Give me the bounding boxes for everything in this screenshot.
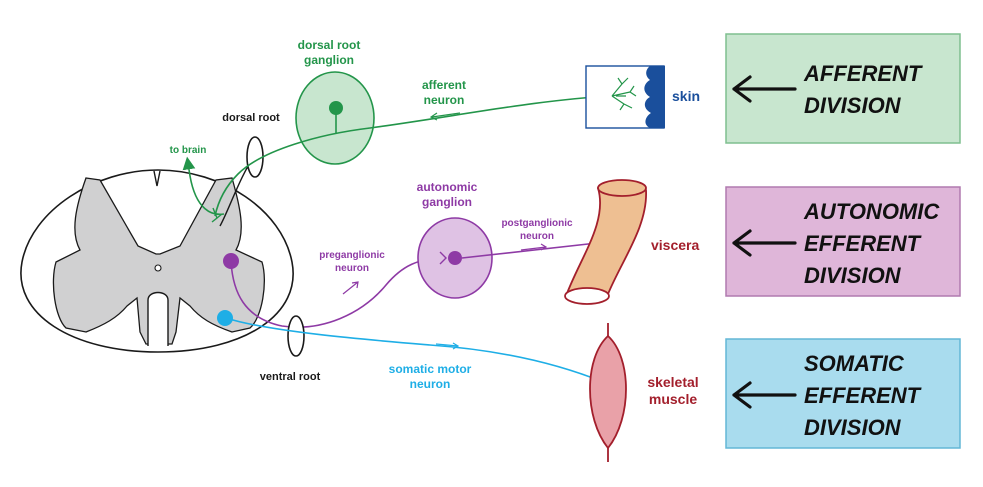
sensory-receptor-endings <box>611 77 637 111</box>
preganglionic-label-2: neuron <box>335 263 369 274</box>
afferent-division-title: AFFERENT <box>803 61 923 86</box>
somatic-motor-neuron-axon <box>225 317 609 385</box>
to-brain-label: to brain <box>170 145 207 156</box>
ventral-root-bundle <box>287 315 305 357</box>
afferent-neuron-to-brain <box>182 156 225 216</box>
viscera-label: viscera <box>651 237 699 253</box>
preganglionic-terminal <box>439 251 447 265</box>
sensory-cell-body <box>329 101 343 115</box>
autonomic-ganglion-label-2: ganglion <box>422 195 472 209</box>
skeletal-muscle-label: skeletal <box>647 374 698 390</box>
afferent-division-panel: AFFERENT DIVISION <box>725 33 961 144</box>
grey-matter <box>52 177 265 345</box>
autonomic-division-title: AUTONOMIC <box>803 199 940 224</box>
somatic-division-title: SOMATIC <box>804 351 905 376</box>
autonomic-ganglion-label: autonomic <box>417 180 478 194</box>
viscera-organ <box>564 179 647 297</box>
preganglionic-label: preganglionic <box>319 250 385 261</box>
preganglionic-neuron-axon <box>230 257 447 328</box>
ventral-root-label: ventral root <box>260 371 321 383</box>
somatic-direction-arrow <box>435 342 460 350</box>
skeletal-muscle <box>589 334 627 450</box>
afferent-neuron-label-2: neuron <box>424 93 465 107</box>
viscera-top-opening <box>597 179 647 197</box>
dorsal-root-bundle <box>246 136 264 178</box>
skin-label: skin <box>672 88 700 104</box>
afferent-neuron-label: afferent <box>422 78 466 92</box>
skeletal-muscle-label-2: muscle <box>649 391 697 407</box>
afferent-arrow-icon <box>732 75 797 103</box>
postganglionic-label: postganglionic <box>501 218 573 229</box>
somatic-division-title-3: DIVISION <box>804 415 902 440</box>
afferent-neuron-terminal <box>211 207 223 223</box>
autonomic-division-title-2: EFFERENT <box>804 231 922 256</box>
somatic-division-panel: SOMATIC EFFERENT DIVISION <box>725 338 961 449</box>
preganglionic-cell-body <box>223 253 239 269</box>
dorsal-root-ganglion <box>295 71 375 165</box>
somatic-motor-label: somatic motor <box>389 362 472 376</box>
somatic-motor-cell-body <box>217 310 233 326</box>
somatic-arrow-icon <box>732 381 797 409</box>
viscera-bottom-opening <box>564 287 610 305</box>
autonomic-division-title-3: DIVISION <box>804 263 902 288</box>
postganglionic-cell-body <box>448 251 462 265</box>
postganglionic-label-2: neuron <box>520 231 554 242</box>
postganglionic-neuron-axon <box>461 241 607 259</box>
somatic-division-title-2: EFFERENT <box>804 383 922 408</box>
ventral-median-fissure <box>147 291 169 346</box>
afferent-division-title-2: DIVISION <box>804 93 902 118</box>
dorsal-root-ganglion-label: dorsal root <box>298 38 361 52</box>
dorsal-root-ganglion-label-2: ganglion <box>304 53 354 67</box>
afferent-neuron-axon <box>214 95 613 217</box>
central-canal <box>154 264 162 272</box>
dorsal-median-notch <box>153 170 161 187</box>
afferent-direction-arrow <box>429 112 461 121</box>
autonomic-arrow-icon <box>732 229 797 257</box>
preganglionic-direction-arrow <box>342 281 359 295</box>
somatic-motor-label-2: neuron <box>410 377 451 391</box>
skin-epidermis <box>644 66 665 128</box>
postganglionic-direction-arrow <box>520 243 548 251</box>
dorsal-root-label: dorsal root <box>222 112 280 124</box>
autonomic-division-panel: AUTONOMIC EFFERENT DIVISION <box>725 186 961 297</box>
